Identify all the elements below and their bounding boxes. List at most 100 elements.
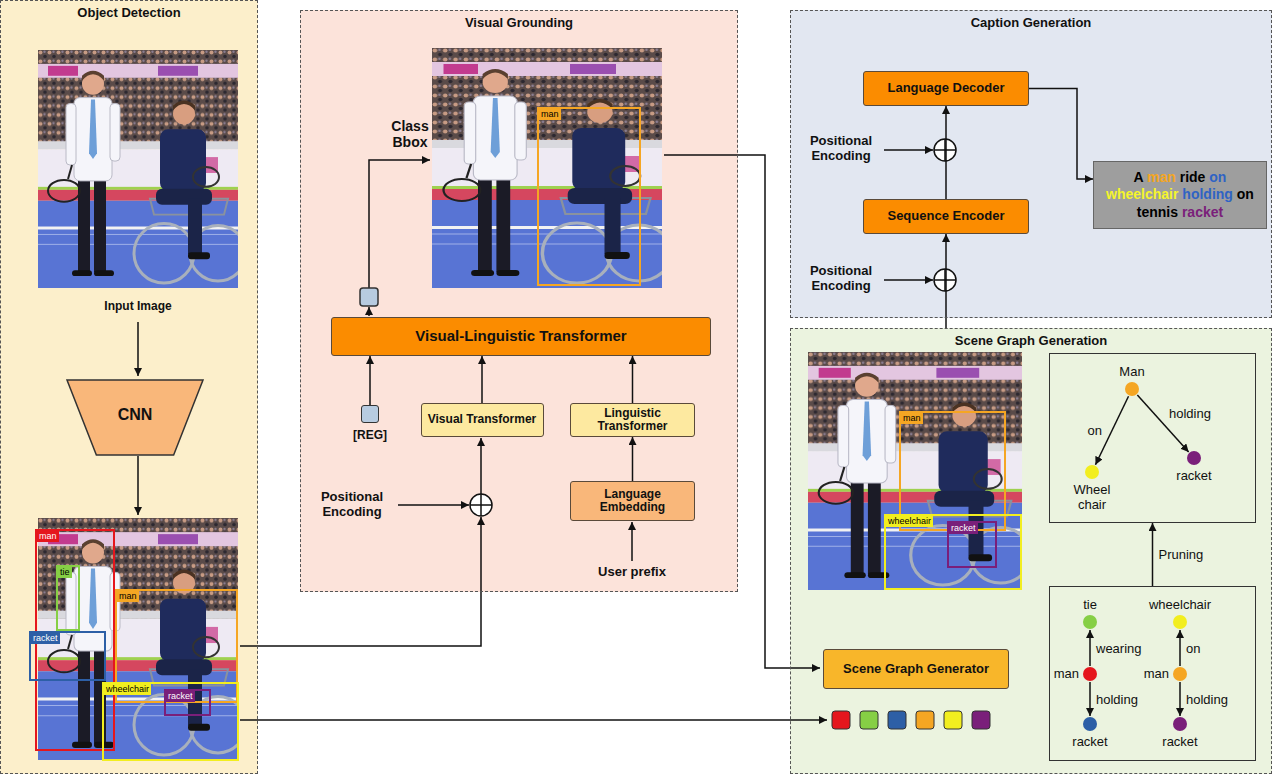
caption-word: A bbox=[1134, 169, 1144, 185]
node-label: Sequence Encoder bbox=[887, 209, 1004, 223]
box-tag: tie bbox=[58, 567, 72, 578]
caption-word: racket bbox=[1182, 204, 1223, 220]
caption-word bbox=[1143, 169, 1147, 185]
bounding-box bbox=[538, 108, 640, 285]
flow-arrow bbox=[884, 279, 933, 281]
connector-arrow bbox=[1179, 682, 1181, 716]
token-label: [REG] bbox=[345, 428, 395, 442]
graph-node-label: wheelchair bbox=[1140, 597, 1220, 612]
connector-arrow bbox=[481, 356, 483, 403]
connector-arrow bbox=[1029, 89, 1093, 180]
connector-arrow bbox=[1179, 630, 1181, 666]
box-tag: racket bbox=[949, 523, 978, 534]
graph-node-label: Wheel chair bbox=[1069, 482, 1115, 512]
caption-box: A man ride on wheelchair holding on tenn… bbox=[1093, 161, 1267, 229]
graph-node-label: racket bbox=[1164, 468, 1224, 483]
graph-node-label: man bbox=[1039, 666, 1079, 681]
edge-label: holding bbox=[1096, 692, 1138, 707]
box-tag: racket bbox=[31, 633, 60, 644]
flow-arrow bbox=[137, 322, 139, 376]
connector-arrow bbox=[945, 106, 947, 199]
object-feature bbox=[916, 711, 934, 729]
flow-arrow bbox=[137, 456, 139, 515]
flow-arrow bbox=[884, 149, 933, 151]
caption-word: holding bbox=[1182, 186, 1233, 202]
sum-symbol bbox=[470, 494, 492, 516]
cnn-trapezoid: CNN bbox=[66, 379, 204, 456]
flow-arrow bbox=[368, 307, 370, 316]
caption-word: man bbox=[1147, 169, 1176, 185]
object-feature bbox=[944, 711, 962, 729]
connector-arrow bbox=[369, 356, 371, 405]
sum-symbol bbox=[934, 139, 956, 161]
object-feature bbox=[832, 711, 850, 729]
annotation-text: User prefix bbox=[582, 565, 682, 580]
process-box: Language Embedding bbox=[570, 481, 695, 521]
connector-arrow bbox=[1152, 523, 1154, 586]
box-tag: wheelchair bbox=[104, 684, 151, 695]
box-tag: man bbox=[539, 109, 561, 120]
bounding-box bbox=[30, 632, 105, 680]
edge-label: wearing bbox=[1096, 641, 1142, 656]
node-label: Scene Graph Generator bbox=[843, 662, 989, 676]
caption-word bbox=[1205, 169, 1209, 185]
panel-title: Caption Generation bbox=[791, 11, 1271, 30]
bounding-box bbox=[900, 412, 1005, 530]
sum-symbol bbox=[934, 139, 956, 161]
node-label: Visual-Linguistic Transformer bbox=[415, 328, 626, 345]
panel-title: Visual Grounding bbox=[301, 11, 737, 30]
graph-box: tiewheelchairmanmanracketracket bbox=[1049, 586, 1256, 761]
bounding-box bbox=[103, 683, 238, 760]
caption-word: ride bbox=[1180, 169, 1206, 185]
process-box: Sequence Encoder bbox=[863, 199, 1029, 234]
graph-node-label: racket bbox=[1150, 734, 1210, 749]
connector-arrow bbox=[945, 234, 947, 328]
node-label: CNN bbox=[118, 406, 153, 424]
process-box: Visual-Linguistic Transformer bbox=[331, 317, 711, 356]
edge-label: holding bbox=[1186, 692, 1228, 707]
graph-node: Man bbox=[1125, 382, 1139, 396]
edge-label: Pruning bbox=[1159, 547, 1204, 562]
scene-photo bbox=[808, 352, 1031, 590]
flow-arrow bbox=[480, 438, 482, 494]
caption-word bbox=[1178, 186, 1182, 202]
graph-node: man bbox=[1083, 667, 1097, 681]
panel-fill bbox=[0, 0, 258, 774]
object-feature bbox=[860, 711, 878, 729]
flow-arrow bbox=[398, 504, 469, 506]
graph-box: ManWheel chair racket bbox=[1049, 353, 1256, 523]
caption-word: tennis bbox=[1137, 204, 1178, 220]
flow-arrow bbox=[631, 522, 633, 561]
graph-node: racket bbox=[1173, 717, 1187, 731]
annotation-text: Class Bbox bbox=[385, 118, 435, 150]
connector-arrow bbox=[1137, 395, 1188, 452]
annotation-text: Input Image bbox=[88, 300, 188, 314]
caption-word: on bbox=[1209, 169, 1226, 185]
input-photo bbox=[38, 50, 246, 288]
graph-node-label: Man bbox=[1092, 364, 1172, 379]
panel-title: Scene Graph Generation bbox=[791, 329, 1271, 348]
caption-word bbox=[1233, 186, 1237, 202]
edge-label: holding bbox=[1169, 406, 1211, 421]
object-feature bbox=[972, 711, 990, 729]
panel-fill bbox=[790, 328, 1272, 774]
process-box: Language Decoder bbox=[863, 71, 1029, 106]
edge-label: on bbox=[1186, 641, 1200, 656]
graph-node: racket bbox=[1083, 717, 1097, 731]
sum-symbol bbox=[934, 269, 956, 291]
annotation-text: Positional Encoding bbox=[800, 134, 882, 164]
edge-label: on bbox=[1088, 423, 1102, 438]
trapezoid-shape bbox=[67, 380, 203, 455]
grounded-photo bbox=[432, 48, 671, 288]
box-tag: man bbox=[117, 591, 139, 602]
detected-photo bbox=[38, 518, 246, 760]
panel-fill bbox=[790, 10, 1272, 318]
box-tag: racket bbox=[166, 691, 195, 702]
bounding-box bbox=[165, 690, 210, 715]
process-box: Visual Transformer bbox=[421, 403, 544, 437]
bounding-box bbox=[885, 515, 1021, 589]
graph-node-label: tie bbox=[1050, 597, 1130, 612]
box-tag: man bbox=[37, 531, 59, 542]
annotation-text: Positional Encoding bbox=[800, 264, 882, 294]
flow-arrow bbox=[240, 719, 827, 721]
